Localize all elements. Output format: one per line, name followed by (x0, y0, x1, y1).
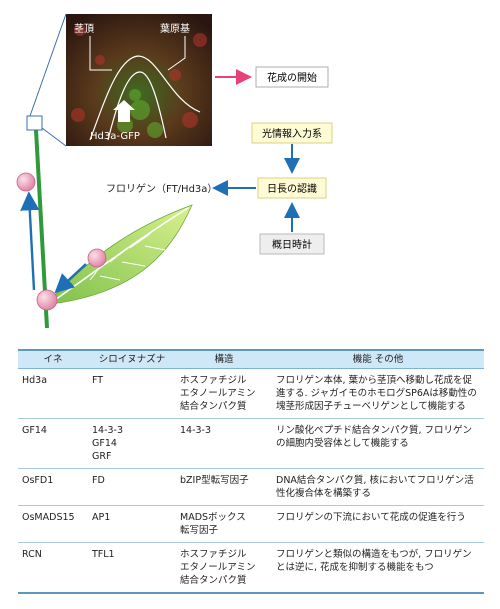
header-rice: イネ (18, 349, 88, 369)
cell-arabidopsis: AP1 (88, 505, 176, 543)
label-stem-tip: 茎頂 (74, 23, 94, 35)
zoom-line-bottom (41, 127, 67, 147)
node-upper (16, 172, 36, 192)
cell-rice: GF14 (18, 418, 88, 469)
box-day-length-label: 日長の認識 (267, 182, 317, 195)
florigen-label: フロリゲン（FT/Hd3a） (106, 183, 217, 195)
cell-function: フロリゲンと類似の構造をもつが, フロリゲンとは逆に, 花成を抑制する機能をもつ (272, 542, 484, 594)
cell-arabidopsis: FT (88, 368, 176, 419)
gene-table: イネ シロイヌナズナ 構造 機能 その他 Hd3a FT ホスファチジル エタノ… (18, 349, 484, 594)
cell-structure: bZIP型転写因子 (176, 468, 272, 506)
table-row: OsFD1 FD bZIP型転写因子 DNA結合タンパク質, 核においてフロリゲ… (18, 468, 484, 506)
node-base (36, 289, 58, 311)
box-circadian-label: 概日時計 (272, 238, 312, 251)
table-row: RCN TFL1 ホスファチジル エタノールアミン 結合タンパク質 フロリゲンと… (18, 542, 484, 594)
leaf (47, 204, 193, 305)
shoot-apex-box (26, 115, 43, 131)
arrow-leaf-to-node (54, 263, 87, 294)
micrograph: 茎頂 葉原基 Hd3a-GFP (66, 14, 212, 146)
cell-rice: OsFD1 (18, 468, 88, 506)
cell-rice: OsMADS15 (18, 505, 88, 543)
header-arabidopsis: シロイヌナズナ (88, 349, 176, 369)
label-gfp: Hd3a-GFP (90, 131, 140, 142)
box-day-length (257, 177, 327, 199)
box-flowering-label: 花成の開始 (267, 71, 317, 84)
table-row: GF14 14-3-3 GF14 GRF 14-3-3 リン酸化ペプチド結合タン… (18, 418, 484, 469)
box-flowering (255, 66, 329, 88)
cell-structure: ホスファチジル エタノールアミン 結合タンパク質 (176, 368, 272, 419)
cell-structure: 14-3-3 (176, 418, 272, 469)
node-leaf (87, 248, 107, 268)
cell-function: リン酸化ペプチド結合タンパク質, フロリゲンの細胞内受容体として機能する (272, 418, 484, 469)
cell-arabidopsis: FD (88, 468, 176, 506)
zoom-line-top (29, 13, 67, 117)
cell-function: DNA結合タンパク質, 核においてフロリゲン活性化複合体を構築する (272, 468, 484, 506)
cell-arabidopsis: 14-3-3 GF14 GRF (88, 418, 176, 469)
arrow-up-stem (20, 191, 40, 291)
cell-structure: MADSボックス 転写因子 (176, 505, 272, 543)
box-photoreception-label: 光情報入力系 (262, 127, 322, 140)
header-structure: 構造 (176, 349, 272, 369)
box-photoreception (251, 122, 333, 144)
cell-function: フロリゲン本体, 葉から茎頂へ移動し花成を促進する. ジャガイモのホモログSP6… (272, 368, 484, 419)
table-header-row: イネ シロイヌナズナ 構造 機能 その他 (18, 349, 484, 369)
cell-rice: RCN (18, 542, 88, 594)
cell-structure: ホスファチジル エタノールアミン 結合タンパク質 (176, 542, 272, 594)
florigen-diagram: 茎頂 葉原基 Hd3a-GFP 花成の開始 光情報入力系 日長の認識 概日時計 … (16, 13, 333, 329)
box-circadian (259, 233, 325, 255)
header-function: 機能 その他 (272, 349, 484, 369)
table-row: OsMADS15 AP1 MADSボックス 転写因子 フロリゲンの下流において花… (18, 505, 484, 543)
label-leaf-primordium: 葉原基 (160, 22, 190, 35)
cell-arabidopsis: TFL1 (88, 542, 176, 594)
table-row: Hd3a FT ホスファチジル エタノールアミン 結合タンパク質 フロリゲン本体… (18, 368, 484, 419)
cell-rice: Hd3a (18, 368, 88, 419)
cell-function: フロリゲンの下流において花成の促進を行う (272, 505, 484, 543)
